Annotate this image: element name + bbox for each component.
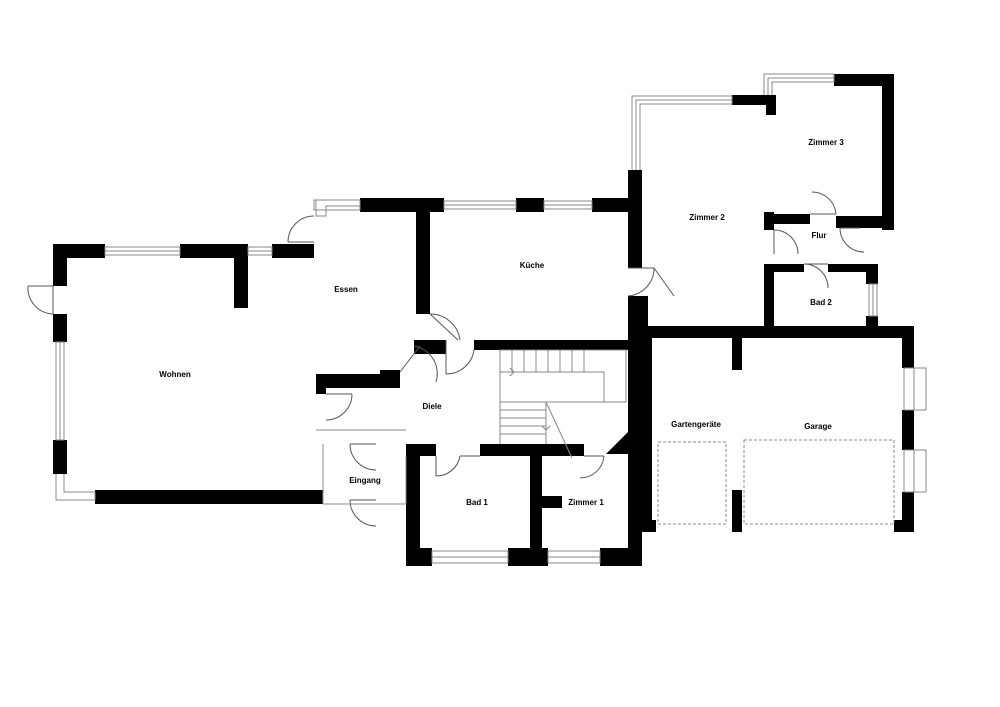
label-zimmer1: Zimmer 1	[568, 498, 604, 507]
wall-garage-divider-top	[732, 326, 742, 370]
label-garage: Garage	[804, 422, 832, 431]
wall-kueche-right-top	[628, 198, 642, 268]
gartengeraete-area	[657, 441, 727, 525]
label-diele: Diele	[422, 402, 442, 411]
wall-wohnen-top-mid	[180, 244, 248, 258]
window-garage-right-2	[903, 449, 927, 493]
wall-garage-left	[640, 326, 652, 532]
label-flur: Flur	[811, 231, 826, 240]
wall-bad1-zimmer1-divider	[530, 456, 542, 556]
room-labels: Wohnen Essen Küche Zimmer 2 Zimmer 3 Flu…	[159, 138, 844, 507]
window-essen-top	[313, 199, 361, 211]
wall-zimmer3-right	[882, 74, 894, 230]
label-zimmer2: Zimmer 2	[689, 213, 725, 222]
wall-wohnen-left-top	[53, 244, 67, 286]
wall-garage-bottom-left	[640, 520, 656, 532]
wall-bad2-left	[764, 266, 774, 332]
wall-wohnen-stub	[234, 244, 248, 308]
garage-dashed-areas	[657, 439, 895, 525]
wall-zimmer2-top-right	[732, 95, 776, 105]
window-garage-right-1	[903, 367, 927, 411]
garage-parking-area	[743, 439, 895, 525]
window-zimmer3-corner	[763, 73, 835, 95]
label-gartengeraete: Gartengeräte	[671, 420, 721, 429]
window-wohnen-bay	[55, 474, 96, 501]
wall-flur-left-stub	[764, 212, 774, 230]
label-bad2: Bad 2	[810, 298, 832, 307]
wall-kueche-top-mid	[516, 198, 544, 212]
wall-bad1-bottom-left	[406, 548, 432, 566]
wall-diele-angle	[380, 370, 400, 388]
label-kueche: Küche	[520, 261, 545, 270]
walls	[53, 74, 914, 566]
label-essen: Essen	[334, 285, 358, 294]
wall-essen-top-left	[272, 244, 314, 258]
wall-zimmer2-left	[628, 170, 642, 200]
wall-essen-top	[360, 198, 444, 212]
door-essen-diele	[429, 313, 459, 341]
wall-wohnen-bottom	[95, 490, 323, 504]
wall-garage-right-top	[902, 326, 914, 368]
label-bad1: Bad 1	[466, 498, 488, 507]
wall-bad1-top	[420, 444, 436, 456]
wall-corner-triangle	[606, 432, 628, 454]
wall-diele-left	[316, 374, 396, 388]
wall-essen-kueche-divider	[416, 198, 430, 314]
doors	[27, 191, 865, 527]
wall-wohnen-left-mid	[53, 314, 67, 342]
label-eingang: Eingang	[349, 476, 381, 485]
label-wohnen: Wohnen	[159, 370, 191, 379]
wall-zimmer3-bottom	[836, 216, 894, 228]
wall-bad1-left	[406, 444, 420, 566]
wall-bad2-top-right	[828, 264, 878, 272]
wall-zimmer1-bottom-right	[600, 548, 642, 566]
label-zimmer3: Zimmer 3	[808, 138, 844, 147]
wall-kueche-bottom	[474, 340, 648, 350]
wall-zimmer3-top	[834, 74, 894, 86]
wall-diele-right	[628, 350, 642, 554]
wall-flur-top	[764, 214, 810, 224]
staircase	[499, 349, 627, 459]
window-zimmer2-corner	[631, 95, 733, 170]
wall-wohnen-left-bottom	[53, 440, 67, 474]
wall-garage-bottom-right	[894, 520, 914, 532]
door-wohnen-diele	[399, 345, 421, 373]
wall-zimmer1-stub	[540, 496, 562, 508]
wall-garage-divider-bottom	[732, 490, 742, 532]
wall-bad2-right	[866, 264, 878, 284]
wall-bad2-top-left	[764, 264, 804, 272]
wall-diele-bottom-mid	[480, 444, 584, 456]
wall-garage-right-mid	[902, 410, 914, 450]
wall-diele-left-vertical	[316, 374, 326, 394]
windows	[55, 73, 927, 564]
wall-zimmer3-stub	[766, 95, 776, 115]
wall-garage-top	[640, 326, 912, 338]
wall-diele-stub	[414, 340, 446, 354]
